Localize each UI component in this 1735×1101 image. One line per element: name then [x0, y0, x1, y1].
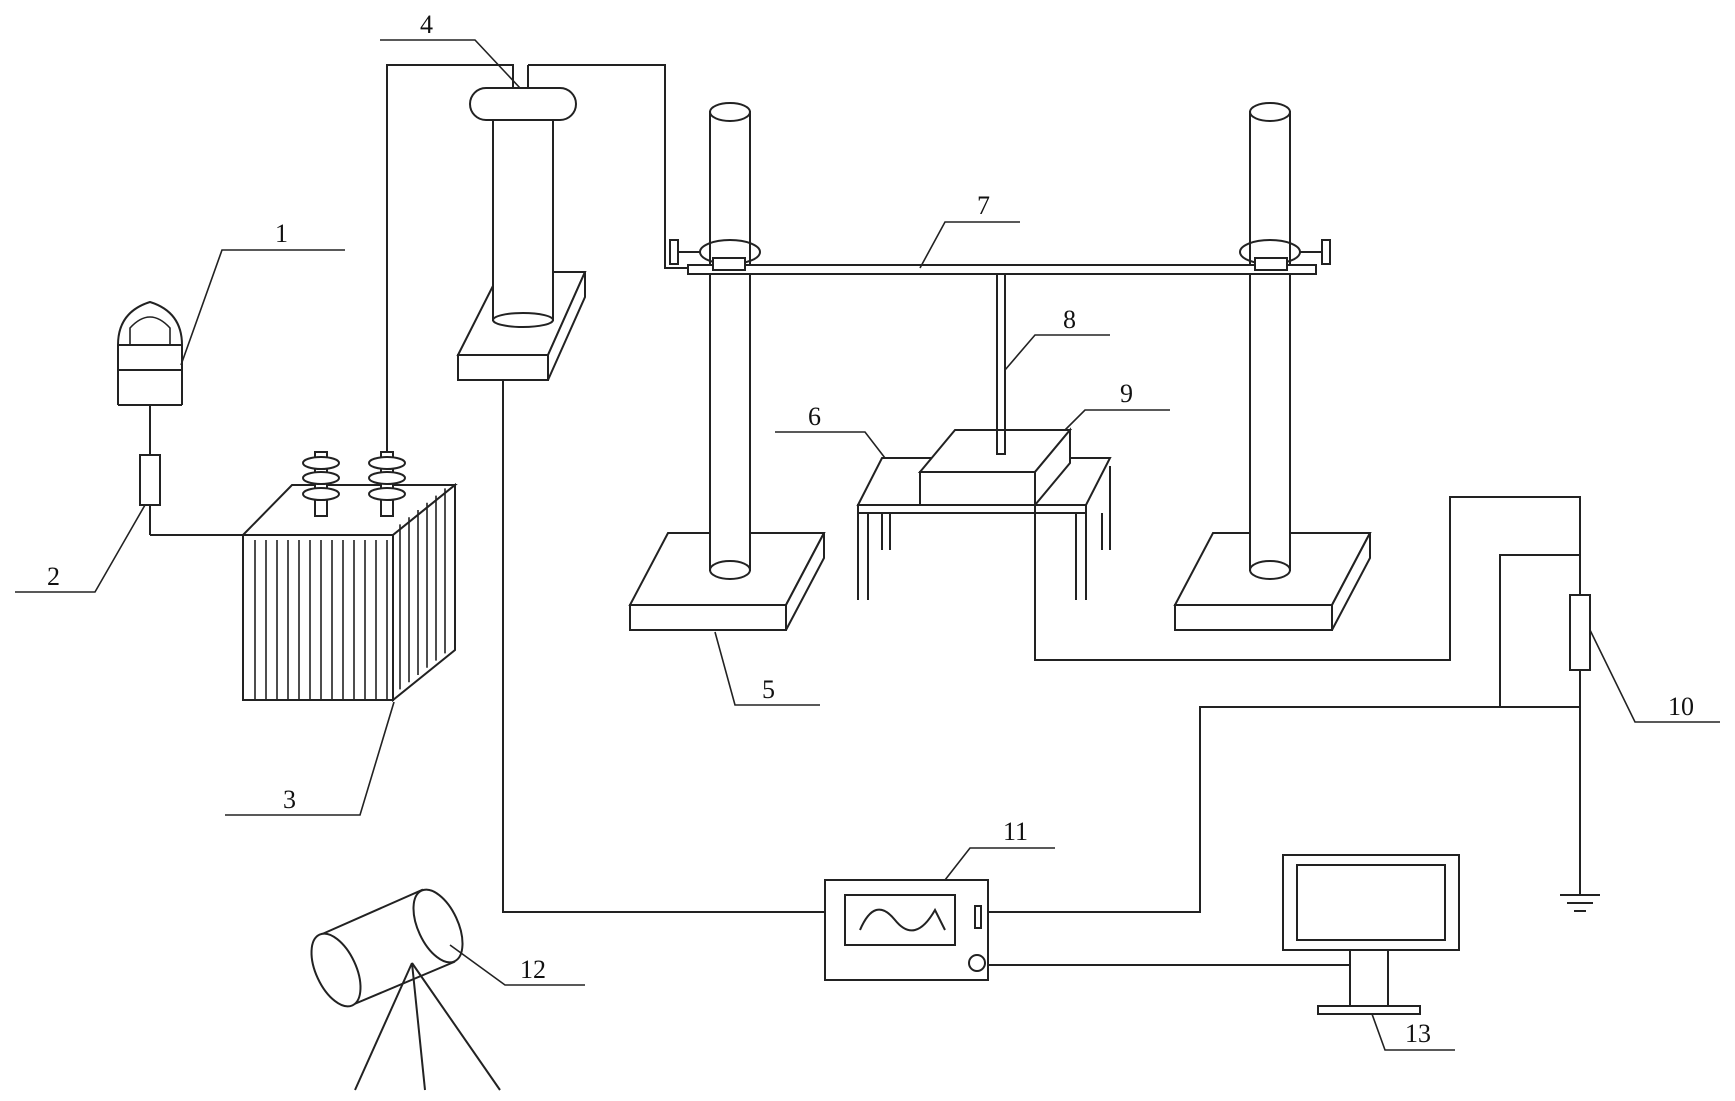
- label-2: 2: [47, 562, 60, 591]
- component-12-camera: [310, 888, 501, 1091]
- component-8-electrode: [996, 273, 1006, 455]
- component-13-computer: [1282, 854, 1460, 1015]
- label-11: 11: [1003, 817, 1028, 846]
- label-9: 9: [1120, 379, 1133, 408]
- component-3-transformer: [240, 451, 458, 703]
- right-pole-base: [1173, 102, 1372, 631]
- component-7-horizontal-rod: [669, 239, 1331, 275]
- transformer-bushing-right: [368, 451, 406, 517]
- leader-lines: [15, 39, 1720, 1051]
- component-2-fuse: [139, 454, 262, 536]
- component-9-specimen: [917, 427, 1073, 508]
- label-13: 13: [1405, 1019, 1431, 1048]
- label-3: 3: [283, 785, 296, 814]
- label-6: 6: [808, 402, 821, 431]
- component-4-divider-column: [456, 65, 587, 381]
- label-5: 5: [762, 675, 775, 704]
- component-10-resistor: [1560, 594, 1600, 912]
- transformer-bushing-left: [302, 451, 340, 517]
- component-1-lamp: [117, 300, 183, 455]
- component-5-left-pole-base: [628, 102, 826, 631]
- label-7: 7: [977, 191, 990, 220]
- label-12: 12: [520, 955, 546, 984]
- label-10: 10: [1668, 692, 1694, 721]
- label-4: 4: [420, 10, 433, 39]
- component-11-oscilloscope: [824, 879, 989, 981]
- label-8: 8: [1063, 305, 1076, 334]
- label-1: 1: [275, 219, 288, 248]
